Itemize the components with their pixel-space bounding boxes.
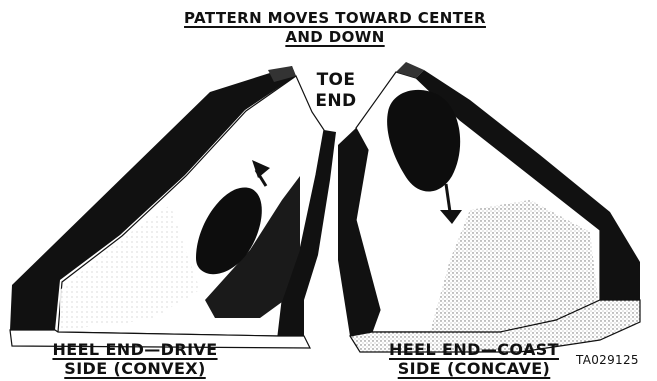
- figure-code: TA029125: [576, 353, 639, 367]
- right-tooth: [338, 62, 640, 352]
- right-label-line1: HEEL END—COAST: [376, 340, 572, 359]
- left-tooth: [10, 66, 336, 348]
- left-tooth-label: HEEL END—DRIVE SIDE (CONVEX): [40, 340, 230, 378]
- toe-end-label: TOE END: [306, 70, 366, 112]
- top-caption-line1: PATTERN MOVES TOWARD CENTER: [140, 9, 530, 28]
- right-tooth-label: HEEL END—COAST SIDE (CONCAVE): [376, 340, 572, 378]
- top-caption: PATTERN MOVES TOWARD CENTER AND DOWN: [140, 9, 530, 47]
- left-label-line2: SIDE (CONVEX): [40, 359, 230, 378]
- left-label-line1: HEEL END—DRIVE: [40, 340, 230, 359]
- right-label-line2: SIDE (CONCAVE): [376, 359, 572, 378]
- toe-end-line2: END: [306, 91, 366, 112]
- top-caption-line2: AND DOWN: [140, 28, 530, 47]
- toe-end-line1: TOE: [306, 70, 366, 91]
